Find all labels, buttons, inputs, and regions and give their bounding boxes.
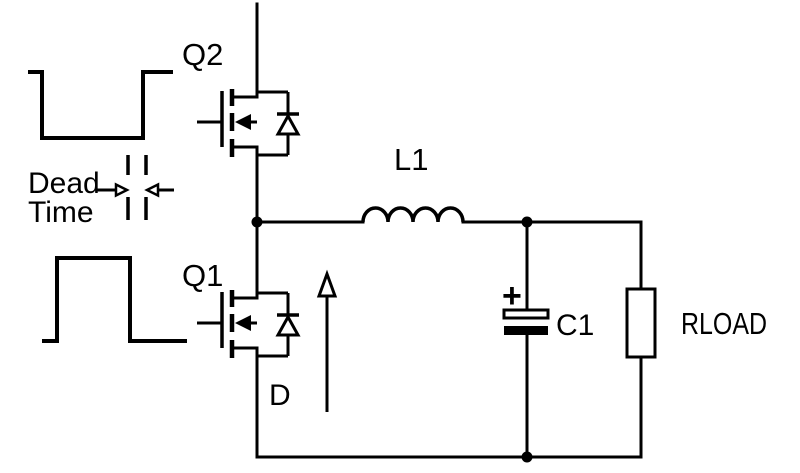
rload-label: RLOAD — [681, 306, 767, 341]
dead-time-label-line1: Dead — [28, 167, 100, 200]
wires — [255, 2, 643, 459]
inductor-l1-symbol — [361, 206, 465, 223]
q2-mosfet-symbol — [197, 89, 299, 157]
inductor-coil — [361, 206, 465, 223]
capacitor-positive-plate — [502, 308, 550, 320]
diagram-strokes — [28, 2, 657, 463]
current-direction-label: D — [269, 379, 291, 412]
labels: Q2 Q1 L1 C1 + RLOAD D Dead Time — [28, 37, 767, 412]
dead-time-label-line2: Time — [28, 196, 94, 229]
dead-time-arrow-left-head-icon — [114, 182, 130, 198]
capacitor-c1-symbol — [502, 308, 550, 335]
q1-mosfet-symbol — [197, 290, 299, 358]
junction-dot-switch-node — [251, 216, 263, 228]
q2-label: Q2 — [182, 37, 223, 72]
resistor-rload-symbol — [625, 287, 657, 359]
dead-time-arrow-right-head-icon — [144, 182, 160, 198]
junction-dot-ground-node — [521, 451, 533, 463]
current-arrow-head-icon — [316, 269, 338, 298]
capacitor-label: C1 — [556, 309, 594, 342]
junction-dot-output-node — [521, 216, 533, 228]
current-direction-arrow — [316, 269, 338, 412]
resistor-body — [625, 287, 657, 359]
capacitor-polarity-mark: + — [502, 277, 522, 315]
junction-dots — [251, 216, 533, 463]
q2-gate-waveform — [28, 70, 173, 140]
inductor-label: L1 — [394, 142, 428, 177]
q1-label: Q1 — [182, 258, 223, 293]
capacitor-negative-plate — [504, 326, 548, 335]
q1-gate-waveform — [42, 256, 187, 343]
dead-time-marker — [96, 155, 174, 220]
